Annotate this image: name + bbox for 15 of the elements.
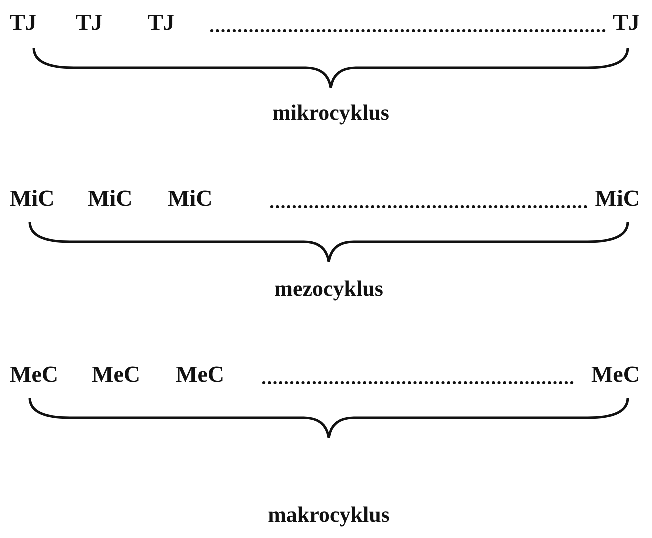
term-label: MeC	[92, 362, 141, 388]
term-label: MiC	[88, 186, 133, 212]
term-label: TJ	[148, 10, 175, 36]
term-label: MeC	[10, 362, 59, 388]
term-label: MiC	[595, 186, 640, 212]
term-label: MeC	[591, 362, 640, 388]
cycle-caption: makrocyklus	[268, 502, 390, 528]
term-label: TJ	[613, 10, 640, 36]
term-label: TJ	[76, 10, 103, 36]
term-label: MiC	[10, 186, 55, 212]
term-label: MiC	[168, 186, 213, 212]
term-label: MeC	[176, 362, 225, 388]
cycle-caption: mikrocyklus	[272, 100, 390, 126]
cycle-caption: mezocyklus	[274, 276, 384, 302]
term-label: TJ	[10, 10, 37, 36]
